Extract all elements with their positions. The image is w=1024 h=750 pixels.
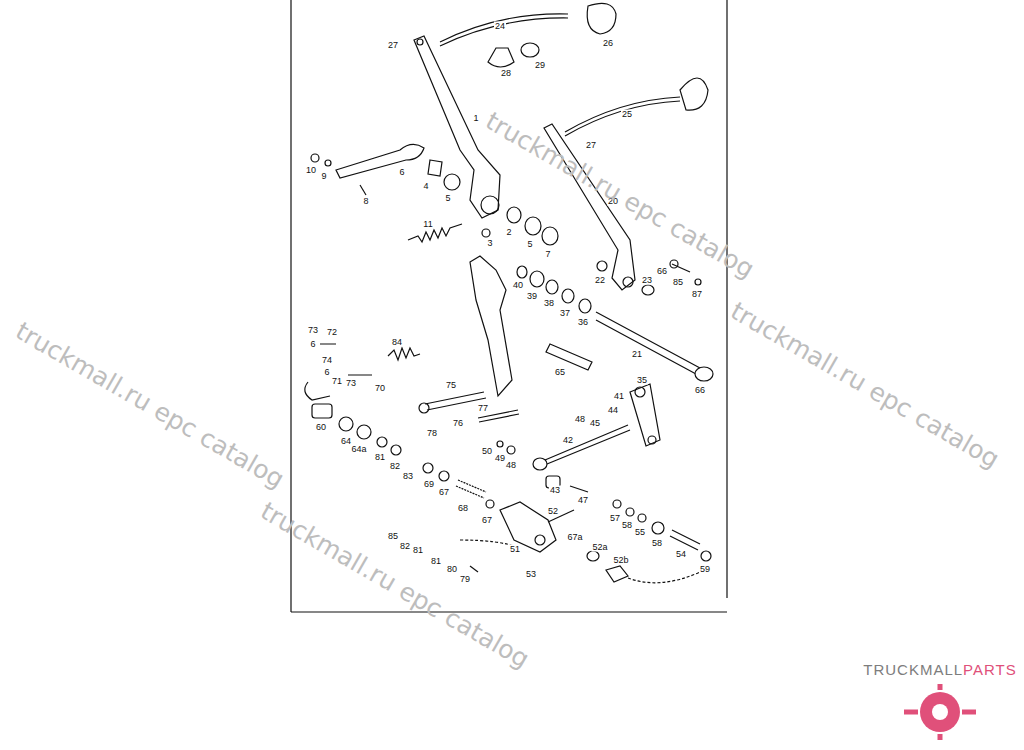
callout-number: 84 — [391, 338, 403, 347]
callout-number: 60 — [315, 423, 327, 432]
callout-number: 10 — [305, 166, 317, 175]
callout-number: 35 — [636, 376, 648, 385]
logo-text: PARTS — [963, 662, 1017, 677]
callout-number: 1 — [472, 114, 479, 123]
callout-number: 27 — [585, 141, 597, 150]
callout-number: 85 — [672, 278, 684, 287]
callout-number: 52b — [612, 556, 629, 565]
callout-number: 52 — [547, 507, 559, 516]
callout-number: 36 — [577, 318, 589, 327]
callout-number: 79 — [459, 575, 471, 584]
callout-number: 44 — [607, 406, 619, 415]
callout-number: 80 — [446, 565, 458, 574]
callout-number: 7 — [544, 250, 551, 259]
callout-number: 58 — [651, 539, 663, 548]
callout-number: 59 — [699, 565, 711, 574]
callout-number: 85 — [387, 532, 399, 541]
callout-number: 40 — [512, 281, 524, 290]
watermark: truckmall.ru epc catalog — [12, 318, 289, 492]
callout-number: 53 — [525, 570, 537, 579]
callout-number: 42 — [562, 436, 574, 445]
callout-number: 3 — [486, 239, 493, 248]
callout-number: 82 — [389, 462, 401, 471]
callout-number: 82 — [399, 542, 411, 551]
callout-number: 5 — [526, 240, 533, 249]
callout-number: 83 — [402, 472, 414, 481]
callout-number: 2 — [505, 228, 512, 237]
callout-number: 6 — [323, 368, 330, 377]
callout-number: 72 — [326, 328, 338, 337]
callout-number: 26 — [602, 39, 614, 48]
callout-number: 73 — [307, 326, 319, 335]
callout-number: 45 — [589, 419, 601, 428]
callout-number: 71 — [331, 377, 343, 386]
callout-number: 29 — [534, 61, 546, 70]
callout-number: 54 — [675, 550, 687, 559]
callout-number: 8 — [362, 197, 369, 206]
callout-number: 23 — [641, 276, 653, 285]
callout-number: 50 — [481, 447, 493, 456]
callout-number: 24 — [494, 22, 506, 31]
callout-number: 58 — [621, 521, 633, 530]
callout-number: 81 — [374, 453, 386, 462]
callout-number: 6 — [309, 340, 316, 349]
callout-number: 67 — [438, 488, 450, 497]
callout-number: 76 — [452, 419, 464, 428]
callout-number: 74 — [321, 356, 333, 365]
callout-number: 27 — [387, 41, 399, 50]
callout-number: 5 — [444, 194, 451, 203]
callout-number: 87 — [691, 290, 703, 299]
callout-number: 48 — [505, 461, 517, 470]
callout-number: 47 — [577, 496, 589, 505]
callout-number: 81 — [430, 557, 442, 566]
callout-number: 52a — [591, 543, 608, 552]
watermark: truckmall.ru epc catalog — [727, 298, 1004, 472]
callout-number: 68 — [457, 504, 469, 513]
callout-number: 37 — [559, 309, 571, 318]
callout-number: 22 — [594, 276, 606, 285]
callout-number: 38 — [543, 299, 555, 308]
callout-number: 51 — [509, 545, 521, 554]
callout-number: 81 — [412, 546, 424, 555]
callout-number: 43 — [549, 486, 561, 495]
callout-number: 41 — [613, 392, 625, 401]
callout-number: 65 — [554, 368, 566, 377]
callout-number: 4 — [422, 182, 429, 191]
callout-number: 69 — [423, 480, 435, 489]
callout-number: 55 — [634, 528, 646, 537]
callout-number: 77 — [477, 404, 489, 413]
callout-number: 21 — [631, 350, 643, 359]
logo-text: TRUCKMALL — [863, 662, 963, 677]
callout-number: 9 — [320, 172, 327, 181]
callout-number: 67a — [566, 533, 583, 542]
callout-number: 78 — [426, 429, 438, 438]
callout-number: 11 — [422, 220, 433, 229]
callout-number: 67 — [481, 516, 493, 525]
callout-number: 66 — [694, 386, 706, 395]
callout-number: 39 — [526, 292, 538, 301]
callout-number: 57 — [609, 514, 621, 523]
callout-number: 25 — [621, 110, 633, 119]
callout-number: 64a — [350, 445, 367, 454]
callout-number: 75 — [445, 381, 457, 390]
callout-number: 73 — [345, 379, 357, 388]
callout-number: 28 — [500, 69, 512, 78]
callout-number: 66 — [656, 267, 668, 276]
callout-number: 70 — [374, 384, 386, 393]
callout-number: 6 — [398, 168, 405, 177]
callout-number: 48 — [574, 415, 586, 424]
